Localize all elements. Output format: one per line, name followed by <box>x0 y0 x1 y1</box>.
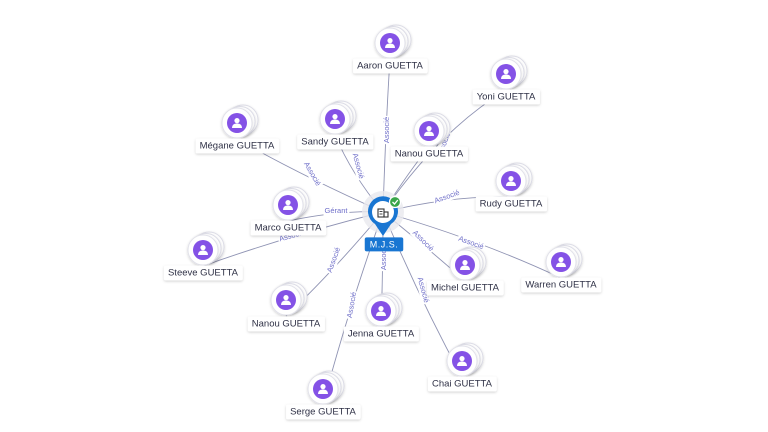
person-node-serge[interactable]: Serge GUETTA <box>286 370 361 420</box>
person-label-bg <box>163 265 243 281</box>
edge-label-bg <box>415 274 432 305</box>
person-label: Nanou GUETTA <box>395 149 464 160</box>
person-label-bg <box>390 146 468 162</box>
edge-label-bg <box>456 232 487 253</box>
person-label-bg <box>427 376 497 392</box>
person-node-sandy[interactable]: Sandy GUETTA <box>297 100 374 150</box>
edge-label: Associé <box>345 291 358 318</box>
person-label: Yoni GUETTA <box>477 92 536 103</box>
user-icon <box>330 114 340 124</box>
building-icon <box>377 208 389 218</box>
user-icon <box>385 38 395 48</box>
user-icon <box>424 126 434 136</box>
edge-label-bg <box>301 159 324 189</box>
edge-label-bg <box>323 205 350 216</box>
person-node-steeve[interactable]: Steeve GUETTA <box>163 231 243 281</box>
person-label-bg <box>343 326 419 342</box>
edge-label-bg <box>350 150 367 181</box>
edge-label: Associé <box>433 188 461 205</box>
person-node-megane[interactable]: Mégane GUETTA <box>195 104 280 154</box>
person-label: Nanou GUETTA <box>252 319 321 330</box>
edge-label: Associé <box>325 246 342 274</box>
person-node-chai[interactable]: Chai GUETTA <box>427 342 497 392</box>
user-icon <box>318 384 328 394</box>
person-label-bg <box>195 138 280 154</box>
user-icon <box>501 69 511 79</box>
user-icon <box>281 295 291 305</box>
person-label: Michel GUETTA <box>431 283 500 294</box>
person-label-bg <box>472 89 540 105</box>
person-label: Serge GUETTA <box>290 407 356 418</box>
person-label: Sandy GUETTA <box>301 137 369 148</box>
person-node-aaron[interactable]: Aaron GUETTA <box>353 24 428 74</box>
user-icon <box>198 245 208 255</box>
edge-label-bg <box>431 186 462 207</box>
edge-label: Associé <box>411 228 436 253</box>
person-label: Rudy GUETTA <box>480 199 543 210</box>
person-node-nanou1[interactable]: Nanou GUETTA <box>390 112 468 162</box>
person-label-bg <box>286 404 361 420</box>
edge-label-bg <box>409 227 437 255</box>
person-label-bg <box>475 196 547 212</box>
person-label-bg <box>247 316 325 332</box>
user-icon <box>283 200 293 210</box>
edge-label: Associé <box>382 117 391 143</box>
user-icon <box>556 257 566 267</box>
person-node-michel[interactable]: Michel GUETTA <box>427 246 504 296</box>
user-icon <box>460 260 470 270</box>
person-node-yoni[interactable]: Yoni GUETTA <box>472 55 540 105</box>
edge-label: Gérant <box>325 206 349 215</box>
person-label-bg <box>427 280 504 296</box>
edge-label: Associé <box>379 244 388 270</box>
center-label-bg <box>364 237 404 252</box>
person-label: Chai GUETTA <box>432 379 493 390</box>
user-icon <box>457 356 467 366</box>
edge-label-bg <box>381 115 392 145</box>
person-label: Steeve GUETTA <box>168 268 239 279</box>
check-icon <box>392 199 399 205</box>
person-node-jenna[interactable]: Jenna GUETTA <box>343 292 419 342</box>
person-label-bg <box>297 134 374 150</box>
edge-label-bg <box>323 244 344 275</box>
user-icon <box>232 118 242 128</box>
person-node-marco[interactable]: Marco GUETTA <box>250 186 327 236</box>
person-label-bg <box>353 58 428 74</box>
edge-label: Associé <box>351 152 366 180</box>
person-label-bg <box>521 277 602 293</box>
person-label: Jenna GUETTA <box>348 329 415 340</box>
person-label-bg <box>250 220 327 236</box>
person-label: Aaron GUETTA <box>357 61 423 72</box>
center-label: M.J.S. <box>370 239 399 249</box>
person-node-nanou2[interactable]: Nanou GUETTA <box>247 281 325 332</box>
person-node-rudy[interactable]: Rudy GUETTA <box>475 162 547 212</box>
person-label: Mégane GUETTA <box>200 141 275 152</box>
center-node[interactable]: M.J.S. <box>362 191 404 252</box>
user-icon <box>376 306 386 316</box>
edge-label-bg <box>344 290 359 320</box>
person-label: Warren GUETTA <box>525 280 597 291</box>
verified-badge-icon <box>388 195 402 209</box>
nodes-layer: Aaron GUETTA Yoni GUETTA Nanou GUETTA Sandy… <box>163 24 602 420</box>
user-icon <box>506 176 516 186</box>
person-node-warren[interactable]: Warren GUETTA <box>521 243 602 293</box>
person-label: Marco GUETTA <box>255 223 323 234</box>
